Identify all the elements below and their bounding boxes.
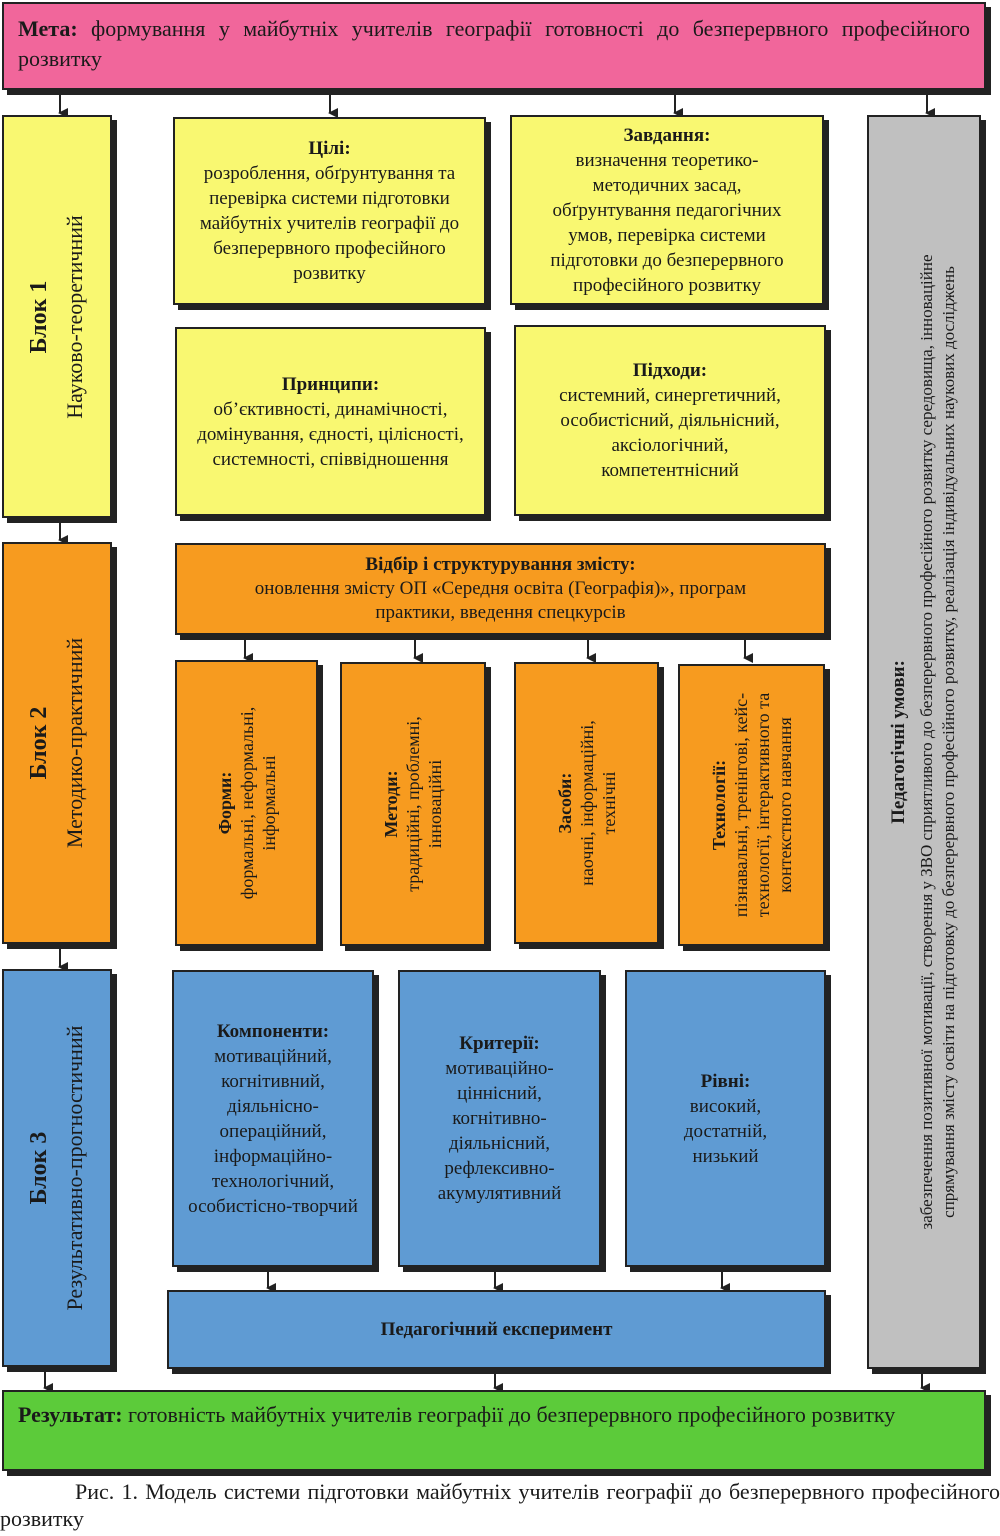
methods-label: Методи: традиційні, проблемні, інновацій… [380,716,446,892]
block-3: Блок 3 Результативно-прогностичний [2,969,112,1367]
means-title: Засоби: [554,772,575,834]
forms-label: Форми: формальні, неформальні, інформаль… [214,707,280,900]
means-box: Засоби: наочні, інформаційні, технічні [514,662,659,944]
criteria-box: Критерії: мотиваційно-ціннісний, когніти… [398,970,601,1267]
methods-box: Методи: традиційні, проблемні, інновацій… [340,662,486,946]
experiment-title: Педагогічний експеримент [380,1319,613,1340]
technologies-line-1: пізнавальні, тренінгові, кейс- [730,692,751,918]
block-3-subtitle: Результативно-прогностичний [62,1025,87,1311]
approaches-box: Підходи: системний, синергетичний, особи… [514,325,826,516]
block-1-label: Блок 1 Науково-теоретичний [21,215,93,419]
content-selection-box: Відбір і структурування змісту: оновленн… [175,543,826,635]
technologies-line-2: технології, інтерактивного та [752,692,773,918]
goals-box: Цілі: розроблення, обґрунтування та пере… [173,117,486,305]
levels-box: Рівні: високий, достатній, низький [625,970,826,1267]
criteria-text: мотиваційно-ціннісний, когнітивно-діяльн… [437,1058,562,1204]
goals-text: розроблення, обґрунтування та перевірка … [199,163,460,284]
conditions-box: Педагогічні умови: забезпечення позитивн… [867,115,981,1369]
means-line-1: наочні, інформаційні, [576,720,597,886]
components-title: Компоненти: [216,1020,330,1042]
block-2-subtitle: Методико-практичний [62,637,87,849]
content-selection-text: оновлення змісту ОП «Середня освіта (Гео… [254,578,747,623]
components-text: мотиваційний, когнітивний, діяльнісно-оп… [188,1045,358,1217]
block-2: Блок 2 Методико-практичний [2,542,112,944]
methods-title: Методи: [381,770,401,838]
principles-text: об’єктивності, динамічності, домінування… [197,398,464,470]
forms-box: Форми: формальні, неформальні, інформаль… [175,660,318,946]
technologies-title: Технології: [708,759,729,851]
means-label: Засоби: наочні, інформаційні, технічні [554,720,620,886]
content-selection-title: Відбір і структурування змісту: [365,554,636,575]
methods-line-2: інноваційні [425,759,445,849]
means-line-2: технічні [598,771,619,835]
technologies-label: Технології: пізнавальні, тренінгові, кей… [708,693,796,918]
approaches-text: системний, синергетичний, особистісний, … [559,385,781,481]
block-1-title: Блок 1 [26,280,52,353]
tasks-title: Завдання: [623,124,711,146]
levels-text: високий, достатній, низький [683,1095,768,1167]
goal-text: формування у майбутніх учителів географі… [18,16,970,71]
result-banner: Результат: готовність майбутніх учителів… [2,1390,986,1471]
goal-banner: Мета: формування у майбутніх учителів ге… [2,2,986,90]
levels-title: Рівні: [700,1070,751,1092]
principles-box: Принципи: об’єктивності, динамічності, д… [175,327,486,516]
block-3-label: Блок 3 Результативно-прогностичний [21,1025,93,1310]
technologies-box: Технології: пізнавальні, тренінгові, кей… [678,664,825,946]
principles-title: Принципи: [281,373,380,395]
block-1: Блок 1 Науково-теоретичний [2,115,112,518]
goals-title: Цілі: [308,138,351,159]
criteria-title: Критерії: [459,1033,540,1054]
methods-line-1: традиційні, проблемні, [403,716,423,892]
tasks-text: визначення теоретико-методичних засад, о… [550,149,784,296]
goal-label: Мета: [18,16,78,41]
figure-caption: Рис. 1. Модель системи підготовки майбут… [0,1479,1000,1531]
block-1-subtitle: Науково-теоретичний [62,214,87,419]
tasks-box: Завдання: визначення теоретико-методични… [510,115,824,305]
conditions-label: Педагогічні умови: забезпечення позитивн… [888,254,960,1229]
conditions-title: Педагогічні умови: [888,660,909,824]
experiment-box: Педагогічний експеримент [167,1290,826,1369]
result-label: Результат: [18,1402,123,1427]
forms-title: Форми: [214,771,235,835]
components-box: Компоненти: мотиваційний, когнітивний, д… [172,970,374,1267]
forms-line-2: інформальні [258,755,279,851]
result-text: готовність майбутніх учителів географії … [128,1402,896,1427]
block-2-label: Блок 2 Методико-практичний [21,638,93,848]
technologies-line-3: контекстного навчання [774,717,795,893]
approaches-title: Підходи: [632,360,708,381]
block-3-title: Блок 3 [26,1131,52,1205]
conditions-line-1: забезпечення позитивної мотивації, створ… [917,254,936,1230]
block-2-title: Блок 2 [26,706,52,780]
forms-line-1: формальні, неформальні, [236,706,257,900]
conditions-line-2: спрямування змісту освіти на підготовку … [939,266,958,1218]
